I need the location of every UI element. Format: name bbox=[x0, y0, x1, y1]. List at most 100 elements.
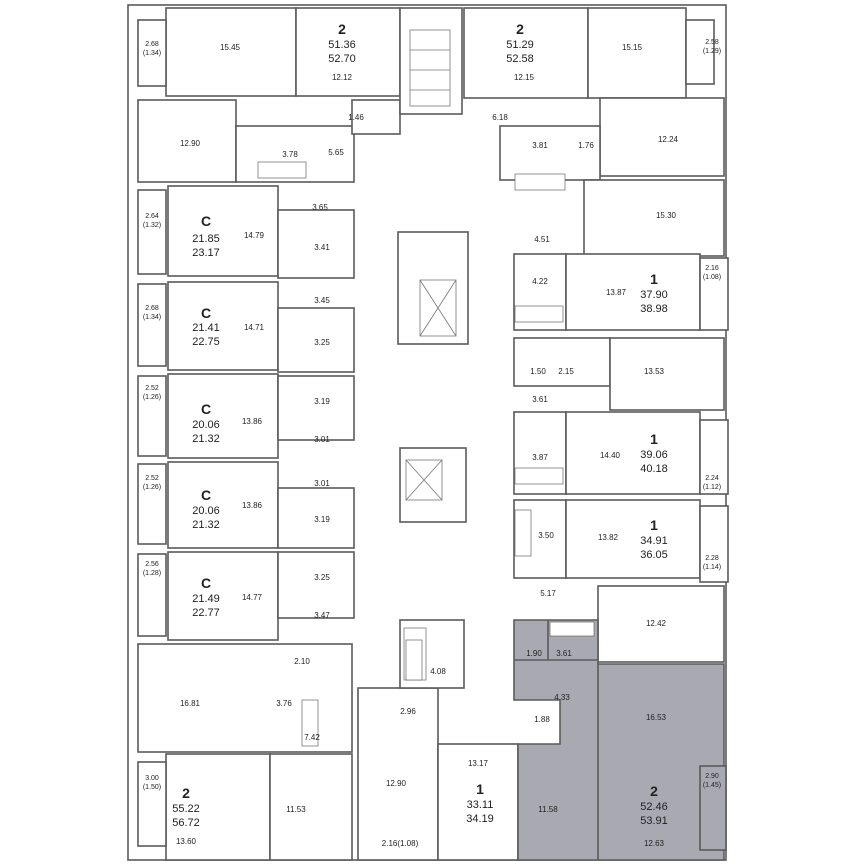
unit-living-area: 33.11 bbox=[467, 799, 494, 811]
unit-2-nw[interactable]: 2 51.36 52.70 bbox=[328, 21, 356, 65]
walls bbox=[137, 7, 725, 861]
balcony-area: 2.58 bbox=[705, 39, 719, 46]
unit-2-sw[interactable]: 2 55.22 56.72 bbox=[172, 785, 200, 829]
unit-c-4[interactable]: C 20.06 21.32 bbox=[192, 487, 220, 531]
unit-total-area: 52.58 bbox=[506, 53, 534, 65]
room-area: 3.76 bbox=[276, 699, 292, 708]
unit-total-area: 21.32 bbox=[192, 519, 220, 531]
room-area: 15.15 bbox=[622, 43, 643, 52]
unit-c-2[interactable]: C 21.41 22.75 bbox=[192, 305, 220, 348]
balcony-half-area: (1.28) bbox=[143, 570, 161, 577]
balcony-half-area: (1.29) bbox=[703, 48, 721, 55]
room-area: 3.87 bbox=[532, 453, 548, 462]
balcony-area: 2.28 bbox=[705, 555, 719, 562]
room-area: 4.51 bbox=[534, 235, 550, 244]
balcony-area: 2.68 bbox=[145, 305, 159, 312]
unit-type: 2 bbox=[338, 21, 346, 37]
unit-1-e2[interactable]: 1 39.06 40.18 bbox=[640, 431, 668, 475]
room-area: 13.60 bbox=[176, 837, 197, 846]
room-area: 3.78 bbox=[282, 150, 298, 159]
unit-living-area: 20.06 bbox=[192, 419, 220, 431]
room-area: 7.42 bbox=[304, 733, 320, 742]
fixtures bbox=[257, 161, 595, 747]
unit-labels: 2 51.36 52.70 2 51.29 52.58 C 21.85 23.1… bbox=[172, 21, 668, 829]
unit-type: C bbox=[201, 401, 211, 417]
room-area: 1.76 bbox=[578, 141, 594, 150]
unit-living-area: 52.46 bbox=[640, 801, 668, 813]
unit-living-area: 20.06 bbox=[192, 505, 220, 517]
room-area: 13.17 bbox=[468, 759, 489, 768]
unit-total-area: 40.18 bbox=[640, 463, 668, 475]
room-area: 2.10 bbox=[294, 657, 310, 666]
unit-type: C bbox=[201, 213, 211, 229]
room-area: 12.24 bbox=[658, 135, 679, 144]
room-area: 5.65 bbox=[328, 148, 344, 157]
unit-total-area: 52.70 bbox=[328, 53, 356, 65]
unit-1-e3[interactable]: 1 34.91 36.05 bbox=[640, 517, 668, 561]
unit-type: 2 bbox=[516, 21, 524, 37]
unit-type: 1 bbox=[650, 431, 658, 447]
balcony-area: 2.56 bbox=[145, 561, 159, 568]
unit-total-area: 21.32 bbox=[192, 433, 220, 445]
room-area: 11.58 bbox=[538, 805, 558, 814]
unit-total-area: 38.98 bbox=[640, 303, 668, 315]
unit-2-se[interactable]: 2 52.46 53.91 bbox=[640, 783, 668, 827]
room-area: 13.86 bbox=[242, 501, 263, 510]
unit-living-area: 34.91 bbox=[640, 535, 668, 547]
room-area: 1.88 bbox=[534, 715, 550, 724]
highlighted-apartment[interactable] bbox=[513, 619, 725, 861]
balcony-half-area: (1.08) bbox=[703, 274, 721, 281]
unit-living-area: 39.06 bbox=[640, 449, 668, 461]
room-area: 3.61 bbox=[532, 395, 548, 404]
room-area: 13.82 bbox=[598, 533, 619, 542]
room-area: 3.65 bbox=[312, 203, 328, 212]
balcony-half-area: (1.26) bbox=[143, 394, 161, 401]
unit-total-area: 36.05 bbox=[640, 549, 668, 561]
room-area: 1.90 bbox=[526, 649, 542, 658]
balcony-area: 2.64 bbox=[145, 213, 159, 220]
room-area: 4.08 bbox=[430, 667, 446, 676]
balcony-half-area: (1.45) bbox=[703, 782, 721, 789]
unit-living-area: 55.22 bbox=[172, 803, 200, 815]
unit-type: C bbox=[201, 305, 211, 321]
room-area: 5.17 bbox=[540, 589, 556, 598]
room-area: 2.16(1.08) bbox=[382, 839, 419, 848]
balcony-half-area: (1.26) bbox=[143, 484, 161, 491]
balcony-area: 2.24 bbox=[705, 475, 719, 482]
room-area: 14.79 bbox=[244, 231, 265, 240]
room-area: 14.40 bbox=[600, 451, 621, 460]
unit-1-e1[interactable]: 1 37.90 38.98 bbox=[640, 271, 668, 315]
room-area: 14.71 bbox=[244, 323, 265, 332]
balcony-area: 2.90 bbox=[705, 773, 719, 780]
unit-2-ne[interactable]: 2 51.29 52.58 bbox=[506, 21, 534, 65]
room-area: 13.87 bbox=[606, 288, 627, 297]
room-area: 11.53 bbox=[286, 805, 306, 814]
balcony-area: 2.52 bbox=[145, 385, 159, 392]
room-area: 13.53 bbox=[644, 367, 665, 376]
room-area: 12.90 bbox=[386, 779, 407, 788]
room-area: 6.18 bbox=[492, 113, 508, 122]
balconies bbox=[137, 19, 729, 851]
unit-c-1[interactable]: C 21.85 23.17 bbox=[192, 213, 220, 259]
balcony-area: 2.68 bbox=[145, 41, 159, 48]
room-area: 3.41 bbox=[314, 243, 330, 252]
room-areas: 15.45 12.12 1.46 12.90 3.78 5.65 14.79 3… bbox=[176, 43, 679, 848]
balcony-area: 2.52 bbox=[145, 475, 159, 482]
room-area: 3.45 bbox=[314, 296, 330, 305]
unit-total-area: 34.19 bbox=[466, 813, 494, 825]
unit-living-area: 51.36 bbox=[328, 39, 356, 51]
unit-c-3[interactable]: C 20.06 21.32 bbox=[192, 401, 220, 445]
balcony-half-area: (1.12) bbox=[703, 484, 721, 491]
unit-type: 1 bbox=[650, 271, 658, 287]
unit-total-area: 56.72 bbox=[172, 817, 200, 829]
balcony-labels: 2.68 (1.34) 2.64 (1.32) 2.68 (1.34) 2.52… bbox=[143, 39, 721, 791]
room-area: 15.30 bbox=[656, 211, 677, 220]
unit-1-s[interactable]: 1 33.11 34.19 bbox=[466, 781, 494, 825]
unit-living-area: 51.29 bbox=[506, 39, 534, 51]
unit-c-5[interactable]: C 21.49 22.77 bbox=[192, 575, 220, 619]
room-area: 3.19 bbox=[314, 515, 330, 524]
room-area: 2.96 bbox=[400, 707, 416, 716]
room-area: 13.86 bbox=[242, 417, 263, 426]
unit-total-area: 53.91 bbox=[640, 815, 668, 827]
